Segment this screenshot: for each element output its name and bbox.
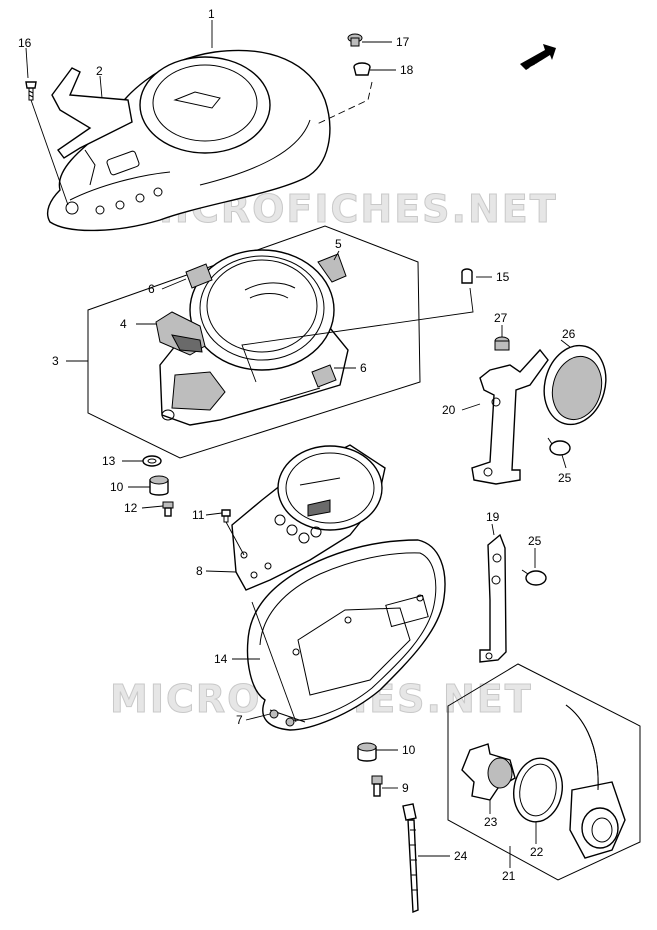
- rubber-part-10-lower: [357, 742, 377, 762]
- rubber-part-6-upper: [185, 263, 213, 289]
- collar-part-18: [353, 62, 371, 76]
- nut-part-27: [494, 336, 510, 351]
- callout-10-upper: 10: [110, 480, 124, 494]
- screw-part-11: [221, 509, 245, 556]
- callout-labels: 1 2 3 4 5 6 6 7 8 9 10 10 11 12 13 14 15…: [18, 7, 576, 883]
- callout-24: 24: [454, 849, 468, 863]
- assembly-box-3: [87, 225, 421, 459]
- callout-20: 20: [442, 403, 456, 417]
- callout-23: 23: [484, 815, 498, 829]
- rubber-part-6-lower: [311, 364, 337, 388]
- callout-25-upper: 25: [558, 471, 572, 485]
- callout-22: 22: [530, 845, 544, 859]
- forward-arrow-icon: FWD: [520, 44, 556, 74]
- leader-15: [241, 287, 474, 383]
- callout-13: 13: [102, 454, 116, 468]
- speedometer-part-8: [231, 444, 386, 591]
- leader-18-dashed: [314, 81, 373, 126]
- callout-10-lower: 10: [402, 743, 416, 757]
- bolt-part-12: [162, 501, 174, 517]
- meter-cover: [46, 49, 331, 232]
- callout-18: 18: [400, 63, 414, 77]
- callout-8: 8: [196, 564, 203, 578]
- callout-7: 7: [236, 713, 243, 727]
- callout-2: 2: [96, 64, 103, 78]
- rubber-part-5: [317, 253, 347, 283]
- grommet-part-15: [461, 268, 473, 284]
- bracket-part-20: [471, 348, 549, 485]
- washer-part-13: [142, 455, 162, 467]
- bolt-part-9: [371, 775, 383, 797]
- callout-5: 5: [335, 237, 342, 251]
- callout-17: 17: [396, 35, 410, 49]
- socket-part-23: [461, 743, 516, 801]
- ring-part-22: [513, 757, 563, 823]
- lens-part-4: [155, 311, 206, 356]
- callout-6-upper: 6: [148, 282, 155, 296]
- screw-part-17: [347, 33, 363, 47]
- callout-25-lower: 25: [528, 534, 542, 548]
- callout-11: 11: [192, 508, 205, 522]
- callout-16: 16: [18, 36, 32, 50]
- callout-6-lower: 6: [360, 361, 367, 375]
- clamp-part-25-lower: [521, 569, 547, 586]
- callout-19: 19: [486, 510, 500, 524]
- cable-tie-part-24: [402, 803, 419, 914]
- callout-3: 3: [52, 354, 59, 368]
- callout-1: 1: [208, 7, 215, 21]
- reflector-part-26: [543, 344, 607, 426]
- leader-lines: [25, 20, 571, 868]
- bracket-part-2: [51, 67, 133, 159]
- bracket-part-19: [479, 533, 507, 663]
- callout-14: 14: [214, 652, 228, 666]
- callout-12: 12: [124, 501, 138, 515]
- callout-9: 9: [402, 781, 409, 795]
- assembly-box-21: [447, 663, 641, 881]
- callout-4: 4: [120, 317, 127, 331]
- bulb-socket-part-21: [565, 704, 626, 859]
- leader-7-to-case: [251, 601, 297, 723]
- screw-part-16: [25, 81, 69, 206]
- callout-27: 27: [494, 311, 508, 325]
- callout-15: 15: [496, 270, 510, 284]
- rubber-part-10-upper: [149, 475, 169, 496]
- callout-26: 26: [562, 327, 576, 341]
- callout-21: 21: [502, 869, 516, 883]
- clamp-part-25-upper: [547, 437, 571, 456]
